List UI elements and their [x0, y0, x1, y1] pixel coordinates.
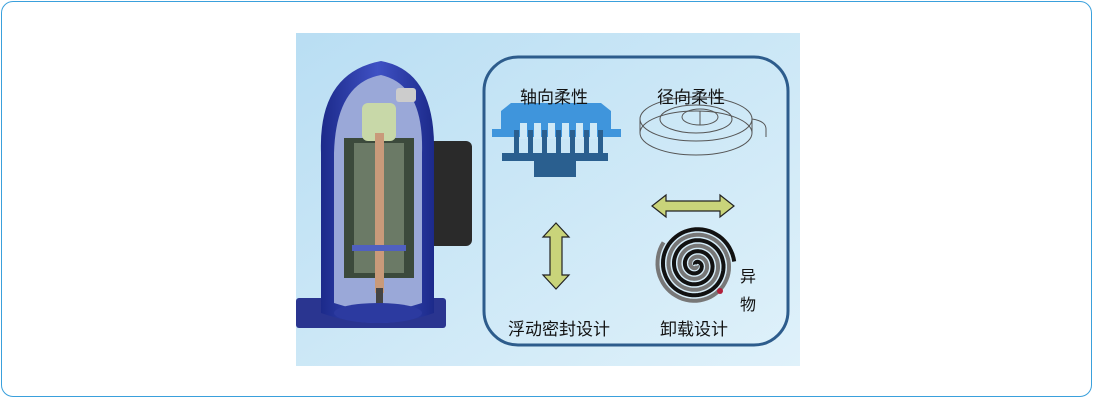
- axial-compliance-label: 轴向柔性: [520, 88, 588, 108]
- unloading-label: 卸载设计: [660, 320, 728, 340]
- radial-compliance-label: 径向柔性: [657, 88, 725, 108]
- scroll-compressor-figure: 轴向柔性 径向柔性 浮动密封设计 卸载设计 异 物: [296, 33, 800, 366]
- foreign-object-label-1: 异: [740, 267, 757, 286]
- features-panel: [482, 55, 790, 347]
- foreign-object-marker: [717, 288, 723, 294]
- unloading-spiral-diagram: [655, 227, 737, 303]
- vertical-double-arrow: [541, 222, 571, 290]
- compressor-cutaway-image: [296, 61, 472, 328]
- axial-compliance-scroll-diagram: [492, 103, 621, 177]
- figure-graphic: [296, 33, 800, 366]
- radial-compliance-scroll-diagram: [639, 96, 767, 156]
- floating-seal-label: 浮动密封设计: [508, 320, 610, 340]
- horizontal-double-arrow: [651, 193, 735, 219]
- foreign-object-label-2: 物: [740, 295, 757, 314]
